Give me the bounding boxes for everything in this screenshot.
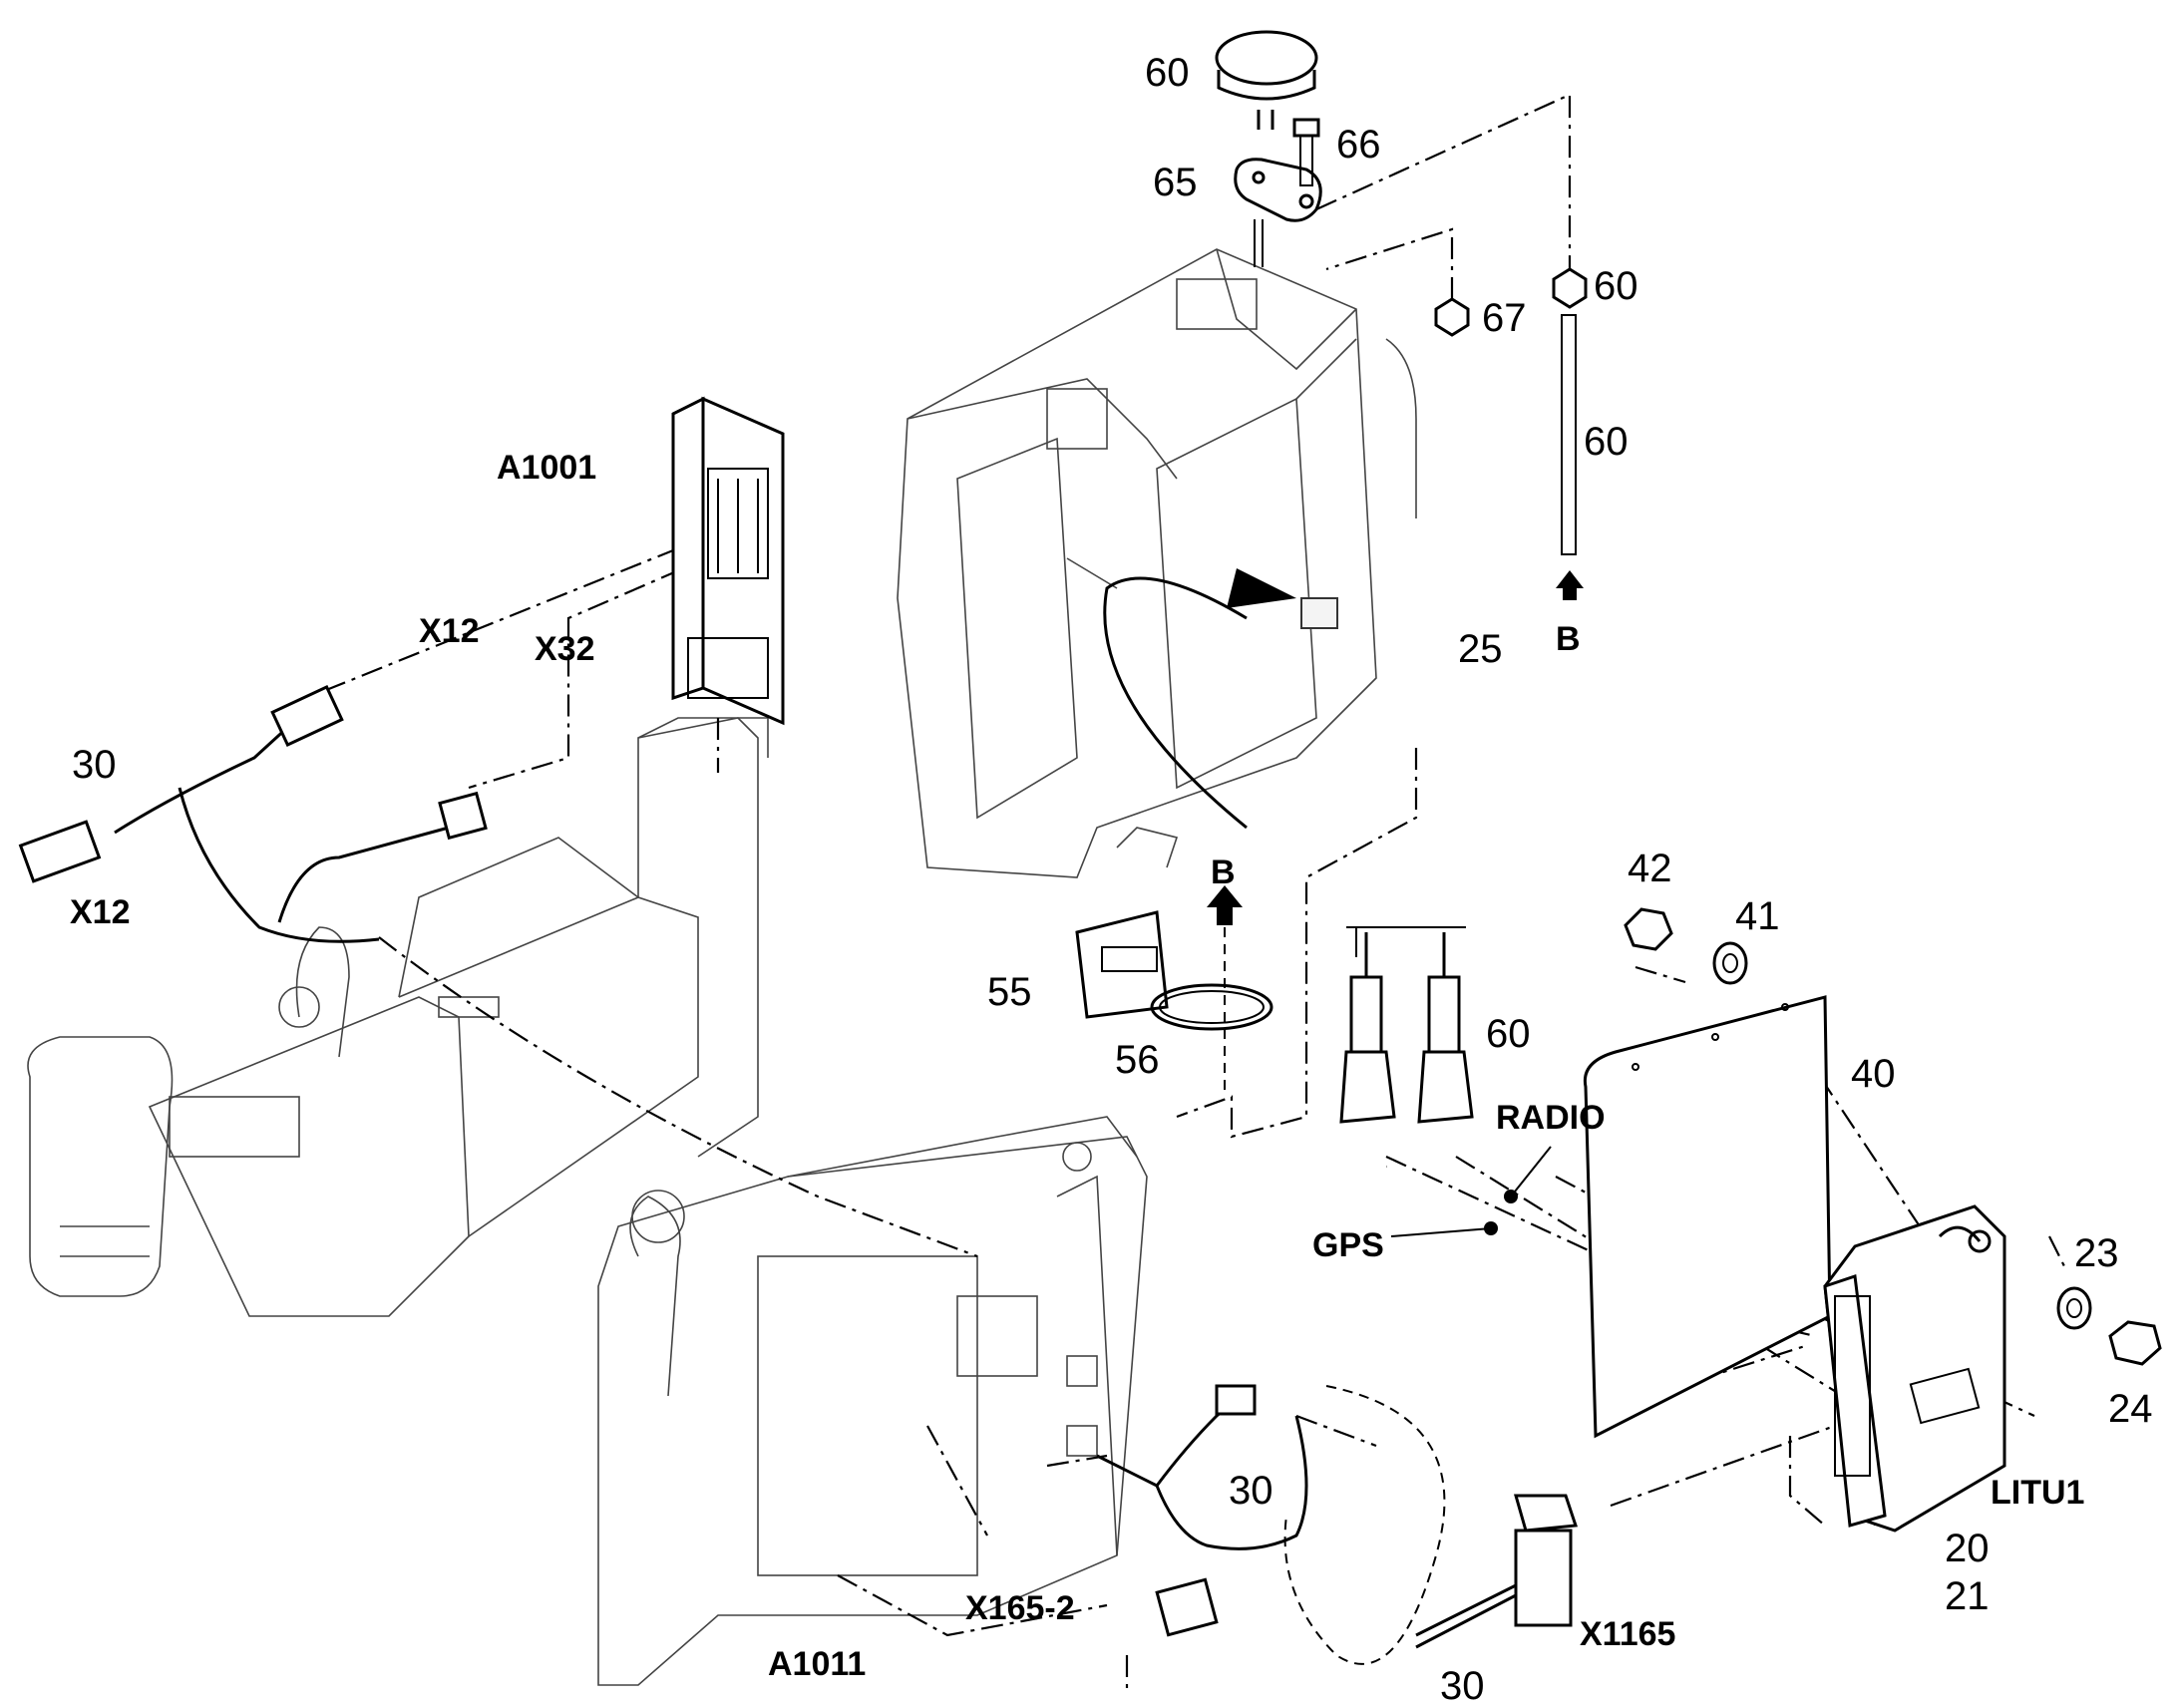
rod-60 xyxy=(1561,314,1577,555)
connector-X32 xyxy=(438,791,488,841)
washer-23 xyxy=(2056,1286,2092,1330)
operator-console-ghost xyxy=(27,717,769,1317)
callout-65: 65 xyxy=(1153,161,1198,204)
callout-66: 66 xyxy=(1336,123,1381,167)
cab-antenna-cable xyxy=(1103,568,1296,830)
nut-67 xyxy=(1434,297,1470,337)
callout-60-rod: 60 xyxy=(1584,420,1629,464)
callout-41: 41 xyxy=(1735,894,1780,938)
callout-42: 42 xyxy=(1628,847,1672,890)
rod-assembly xyxy=(1552,267,1588,600)
right-controller-console xyxy=(597,1116,1148,1686)
callout-labels: 60 66 65 67 60 60 25 B A1001 X12 X32 30 … xyxy=(70,51,2153,1708)
callout-30-bottom: 30 xyxy=(1440,1664,1485,1708)
callout-B-top: B xyxy=(1556,620,1581,658)
mounting-plate-40 xyxy=(1583,995,1832,1439)
callout-25: 25 xyxy=(1458,627,1503,671)
callout-20: 20 xyxy=(1945,1527,1990,1570)
callout-X1165: X1165 xyxy=(1580,1615,1675,1653)
antenna-dome xyxy=(1215,30,1318,86)
callout-60-conn: 60 xyxy=(1486,1012,1531,1056)
coax-connectors-60 xyxy=(1339,926,1474,1124)
callout-A1011: A1011 xyxy=(768,1645,866,1683)
harness-30-left xyxy=(18,685,488,943)
cab-outline xyxy=(897,248,1417,878)
nut-24 xyxy=(2108,1320,2162,1366)
callout-21: 21 xyxy=(1945,1574,1990,1618)
callout-60-nut: 60 xyxy=(1594,264,1638,308)
cab-connector-25 xyxy=(1300,597,1338,629)
callout-67: 67 xyxy=(1482,296,1527,340)
callout-A1001: A1001 xyxy=(497,449,596,487)
callout-X32: X32 xyxy=(535,630,595,668)
nut-42 xyxy=(1624,907,1673,951)
connector-X1165-assembly xyxy=(1415,1494,1579,1649)
callout-X12-left: X12 xyxy=(70,893,131,931)
grommet-30 xyxy=(1215,1384,1257,1416)
a1001-board xyxy=(671,396,785,726)
washer-41 xyxy=(1712,941,1748,985)
arrow-B-mid xyxy=(1207,885,1243,925)
fasteners xyxy=(1624,907,2162,1366)
callout-24: 24 xyxy=(2108,1387,2153,1431)
callout-30-mid: 30 xyxy=(1229,1469,1273,1513)
connector-X165-2 xyxy=(1155,1577,1219,1637)
connector-X1165 xyxy=(1514,1529,1573,1627)
callout-23: 23 xyxy=(2074,1231,2119,1275)
callout-40: 40 xyxy=(1851,1052,1896,1096)
callout-56: 56 xyxy=(1115,1038,1160,1082)
coax-connector-2 xyxy=(1427,975,1461,1054)
arrow-B-top xyxy=(1556,570,1584,600)
arrow-head xyxy=(1227,568,1296,608)
callout-60-antenna: 60 xyxy=(1145,51,1190,95)
callout-55: 55 xyxy=(987,970,1032,1014)
callout-RADIO: RADIO xyxy=(1496,1099,1606,1137)
cable-tie-56 xyxy=(1150,885,1273,1097)
connector-X12-left xyxy=(18,820,102,883)
callout-X12-top: X12 xyxy=(419,612,480,650)
callout-X165-2: X165-2 xyxy=(965,1589,1075,1627)
callout-B-mid: B xyxy=(1211,854,1236,891)
callout-30-left: 30 xyxy=(72,743,117,787)
callout-GPS: GPS xyxy=(1312,1226,1384,1264)
connector-X12-top xyxy=(270,685,344,747)
harness-30-mid xyxy=(1096,1384,1308,1637)
coax-connector-1 xyxy=(1349,975,1383,1054)
nut-60 xyxy=(1552,267,1588,309)
mount-plate-55 xyxy=(1075,910,1169,1019)
antenna-assembly xyxy=(1215,30,1470,337)
bracket-65 xyxy=(1234,158,1322,222)
bolt-66 xyxy=(1292,118,1320,138)
callout-LITU1: LITU1 xyxy=(1991,1474,2084,1512)
litu1-module xyxy=(1823,1204,2006,1533)
